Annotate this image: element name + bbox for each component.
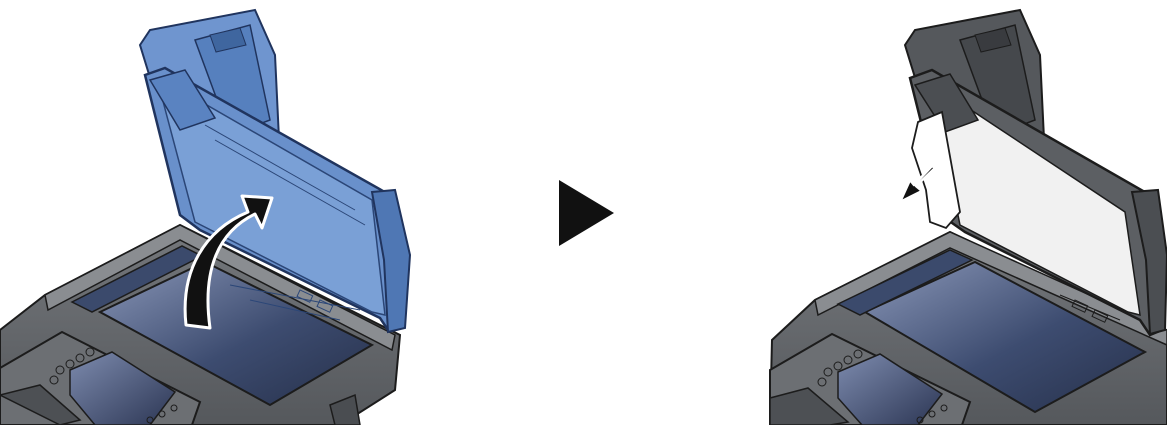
step-2-illustration [770, 10, 1167, 425]
next-step-triangle-icon [559, 180, 614, 246]
step-1-illustration [0, 10, 410, 425]
